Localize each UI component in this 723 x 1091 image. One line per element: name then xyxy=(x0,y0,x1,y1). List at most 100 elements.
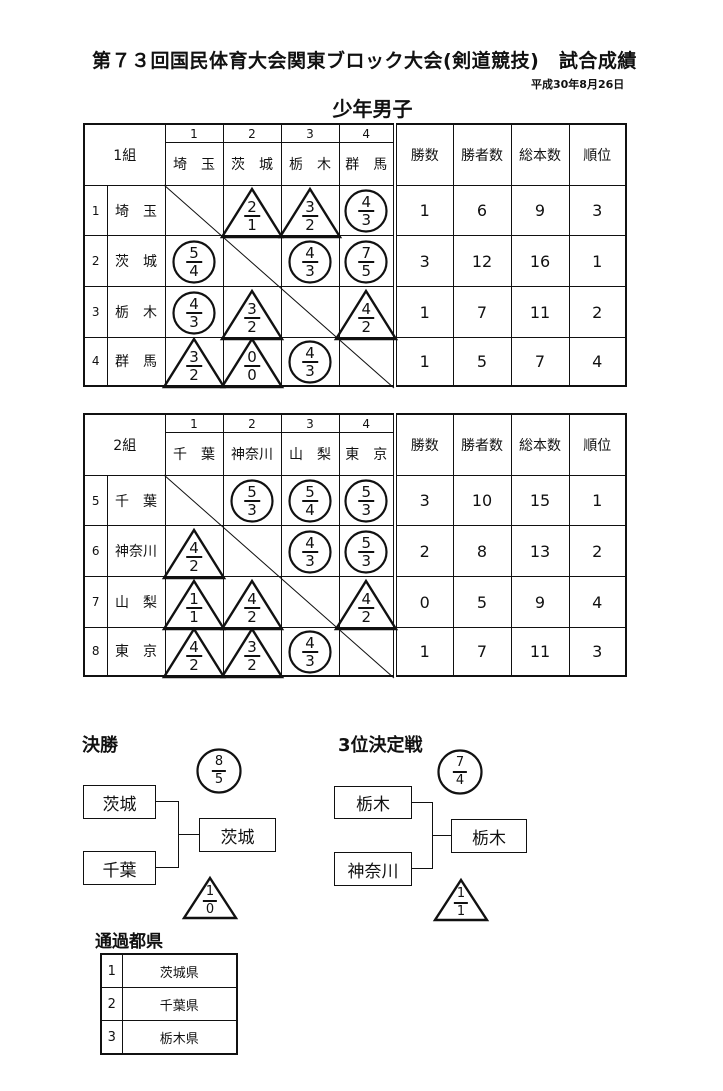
stat-value: 10 xyxy=(452,475,512,526)
column-number: 3 xyxy=(280,123,340,143)
header-row: 千 葉神奈川山 梨東 京 xyxy=(84,432,626,476)
stat-value: 1 xyxy=(393,286,454,338)
score-top: 5 xyxy=(358,484,375,502)
group-label: 2組 xyxy=(83,413,166,476)
stat-value: 7 xyxy=(510,337,570,386)
stat-value: 2 xyxy=(568,525,627,577)
score-bottom: 2 xyxy=(361,318,372,336)
group-label: 1組 xyxy=(83,123,166,186)
final-team-b: 千葉 xyxy=(83,851,156,885)
column-number: 3 xyxy=(280,413,340,433)
column-team-name: 東 京 xyxy=(338,432,396,476)
stat-header: 順位 xyxy=(568,123,627,186)
bracket-line xyxy=(156,867,178,868)
stat-value: 5 xyxy=(452,576,512,628)
self-match-cell xyxy=(338,627,396,676)
stat-value: 3 xyxy=(393,475,454,526)
stat-header: 勝数 xyxy=(393,413,454,476)
score-top: 4 xyxy=(358,194,375,212)
bracket-line xyxy=(412,802,432,803)
stat-header: 順位 xyxy=(568,413,627,476)
team-number: 7 xyxy=(83,576,108,628)
stat-value: 11 xyxy=(510,627,570,676)
score-bottom: 2 xyxy=(305,216,315,234)
score-top: 1 xyxy=(453,886,469,904)
self-match-cell xyxy=(164,475,224,526)
third-team-b: 神奈川 xyxy=(334,852,412,886)
stat-header: 勝者数 xyxy=(452,413,512,476)
column-number: 1 xyxy=(164,123,224,143)
stat-value: 1 xyxy=(568,235,627,287)
score-top: 1 xyxy=(186,591,202,609)
advancing-label: 通過都県 xyxy=(95,932,163,952)
score-bottom: 4 xyxy=(455,773,465,788)
bracket-line xyxy=(156,801,178,802)
score-top: 4 xyxy=(186,296,202,314)
score-bottom: 3 xyxy=(305,652,315,670)
column-team-name: 山 梨 xyxy=(280,432,340,476)
score-top: 4 xyxy=(358,591,375,609)
team-number: 8 xyxy=(83,627,108,676)
stat-value: 3 xyxy=(568,627,627,676)
circle-win-icon xyxy=(196,748,242,794)
team-number: 1 xyxy=(83,185,108,236)
score-bottom: 1 xyxy=(247,216,257,234)
circle-win-icon xyxy=(437,749,483,795)
score-top: 4 xyxy=(244,591,260,609)
stat-value: 2 xyxy=(393,525,454,577)
column-number: 1 xyxy=(164,413,224,433)
score-top: 1 xyxy=(202,884,218,902)
score-top: 3 xyxy=(186,349,202,367)
column-team-name: 群 馬 xyxy=(338,142,396,186)
score-bottom: 5 xyxy=(361,261,372,280)
score-top: 4 xyxy=(302,345,318,363)
stat-value: 15 xyxy=(510,475,570,526)
self-match-cell xyxy=(280,286,340,338)
score-bottom: 3 xyxy=(361,211,372,229)
team-name: 山 梨 xyxy=(106,576,166,628)
stat-header: 総本数 xyxy=(510,413,570,476)
column-number: 4 xyxy=(338,413,396,433)
score-top: 4 xyxy=(186,540,202,558)
self-match-cell xyxy=(280,576,340,628)
score-top: 4 xyxy=(358,301,375,319)
stat-value: 9 xyxy=(510,185,570,236)
stat-value: 5 xyxy=(452,337,512,386)
stat-value: 11 xyxy=(510,286,570,338)
stat-value: 4 xyxy=(568,337,627,386)
team-number: 5 xyxy=(83,475,108,526)
column-team-name: 茨 城 xyxy=(222,142,282,186)
score-bottom: 3 xyxy=(305,551,315,570)
score-bottom: 4 xyxy=(189,261,199,280)
score-top: 4 xyxy=(302,635,318,653)
third-winner: 栃木 xyxy=(451,819,527,853)
